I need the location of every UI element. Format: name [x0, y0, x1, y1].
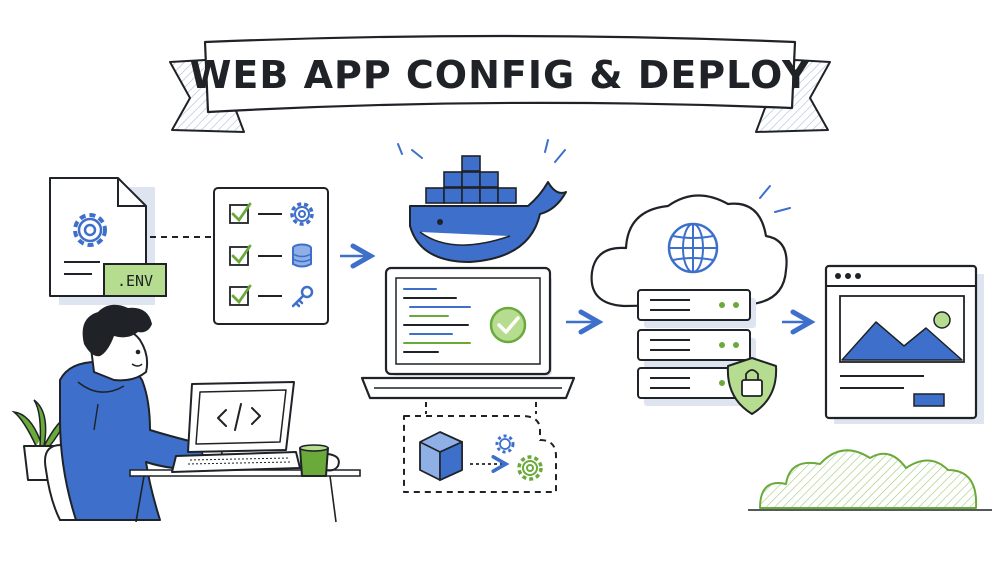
cloud-server [590, 185, 791, 415]
check-icon [231, 202, 252, 223]
cta-button-sketch [913, 393, 945, 407]
docker-whale-icon [397, 139, 567, 263]
check-icon [231, 284, 252, 305]
gear-icon [73, 213, 107, 247]
title-banner: WEB APP CONFIG & DEPLOY [169, 34, 831, 133]
env-badge [103, 263, 167, 297]
coffee-mug [299, 444, 340, 477]
banner-title: WEB APP CONFIG & DEPLOY [190, 53, 811, 97]
gear-icon [517, 455, 543, 481]
developer-laptop [171, 381, 301, 473]
developer-at-desk [11, 304, 361, 523]
build-laptop [360, 266, 576, 400]
globe-icon [667, 222, 719, 274]
gear-icon [495, 434, 515, 454]
code-icon [217, 403, 261, 431]
key-icon [291, 285, 314, 308]
box-icon [419, 431, 463, 482]
image-icon [839, 295, 965, 363]
config-file: .ENV [49, 177, 167, 305]
bushes [748, 449, 992, 511]
config-checklist [213, 187, 329, 325]
env-badge-label: .ENV [117, 272, 153, 290]
check-icon [231, 244, 252, 265]
deployed-web-page [824, 264, 984, 424]
database-icon [292, 243, 312, 268]
container-build-group [403, 415, 557, 493]
gear-icon [290, 202, 314, 226]
success-check-icon [489, 306, 527, 344]
server-rack [637, 289, 756, 406]
shield-lock-icon [726, 357, 778, 415]
